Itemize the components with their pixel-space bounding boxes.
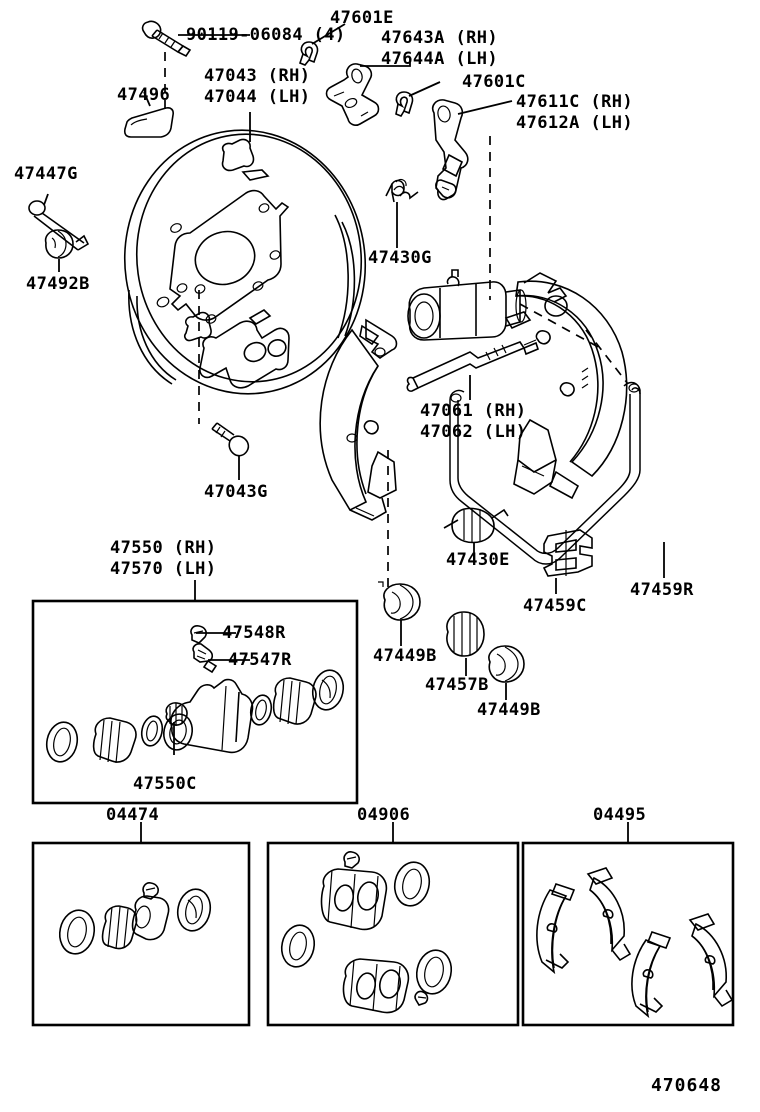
parking-brake-lever-callout: 47611C (RH) 47612A (LH) [516,92,633,133]
hold-down-clip-47459C-part [542,529,593,577]
kit-box-04474-frame [31,841,251,1027]
kit-04474-contents [58,882,212,955]
kit-04495-callout: 04495 [593,805,647,825]
return-spring-47430E-part [443,507,509,544]
cylinder-spring-callout: 47550C [133,774,197,794]
backing-plate-group [123,129,367,395]
return-spring-upper-callout: 47430G [368,248,432,268]
return-spring-lower-callout: 47430E [446,550,510,570]
clip-47601E-part [299,41,319,66]
brake-shoe-right-part [504,272,628,500]
adjuster-strut-47061-part [406,339,539,392]
wheel-cylinder-detail-part [45,625,345,764]
kit-04906-callout: 04906 [357,805,411,825]
backing-plate-callout: 47043 (RH) 47044 (LH) [204,66,311,107]
c-clip-callout: 47601C [462,72,526,92]
piston-spring-47457B-part [446,611,485,657]
clip-47601C-part [395,91,414,117]
strut-lever-callout: 47643A (RH) 47644A (LH) [381,28,498,69]
kit-box-04495-frame [521,841,735,1027]
anchor-pin-callout: 47447G [14,164,78,184]
bleeder-cap-callout: 47548R [222,623,286,643]
plate-bolt-callout: 47043G [204,482,268,502]
bolt-90119-06084-part [141,20,192,58]
wheel-cylinder-callout: 47550 (RH) 47570 (LH) [110,538,217,579]
plate-bolt-47043G-part [211,422,250,457]
cup-47449B-upper-part [378,581,421,621]
dash-wire-to-shoe [585,329,629,385]
adjuster-strut-callout: 47061 (RH) 47062 (LH) [420,401,527,442]
return-spring-47430G-part [385,178,419,203]
piston-spring-callout: 47457B [425,675,489,695]
bleeder-screw-callout: 47547R [228,650,292,670]
bolt-callout: 90119-06084 (4) [186,25,346,45]
kit-box-04906-frame [266,841,520,1027]
clip-callout: 47601E [330,8,394,28]
parking-brake-lever-47611C-part [431,99,469,201]
lead-47611C [457,100,513,115]
bushing-callout: 47492B [26,274,90,294]
plug-47496-part [123,107,174,138]
kit-04495-contents [536,867,734,1019]
wheel-cylinder-assembly-part [407,269,527,341]
lead-47496 [143,91,151,107]
bushing-47492B-part [44,229,74,259]
kit-04474-callout: 04474 [106,805,160,825]
cup-callout-upper: 47449B [373,646,437,666]
shoe-hold-clip-callout: 47459C [523,596,587,616]
figure-number: 470648 [650,1075,722,1096]
cup-47449B-lower-part [488,645,525,683]
brake-shoe-left-part [319,318,398,521]
shoe-return-wire-callout: 47459R [630,580,694,600]
detail-box-frame [31,599,359,805]
lead-47447G [43,193,49,206]
kit-04906-contents [280,851,453,1014]
plug-callout: 47496 [117,85,171,105]
lead-47601E [311,23,346,45]
lead-47643A [360,58,411,67]
cup-callout-lower: 47449B [477,700,541,720]
strut-lever-47643A-part [325,63,380,126]
anchor-pin-47447G-part [28,200,90,251]
lead-47601C [408,81,441,97]
